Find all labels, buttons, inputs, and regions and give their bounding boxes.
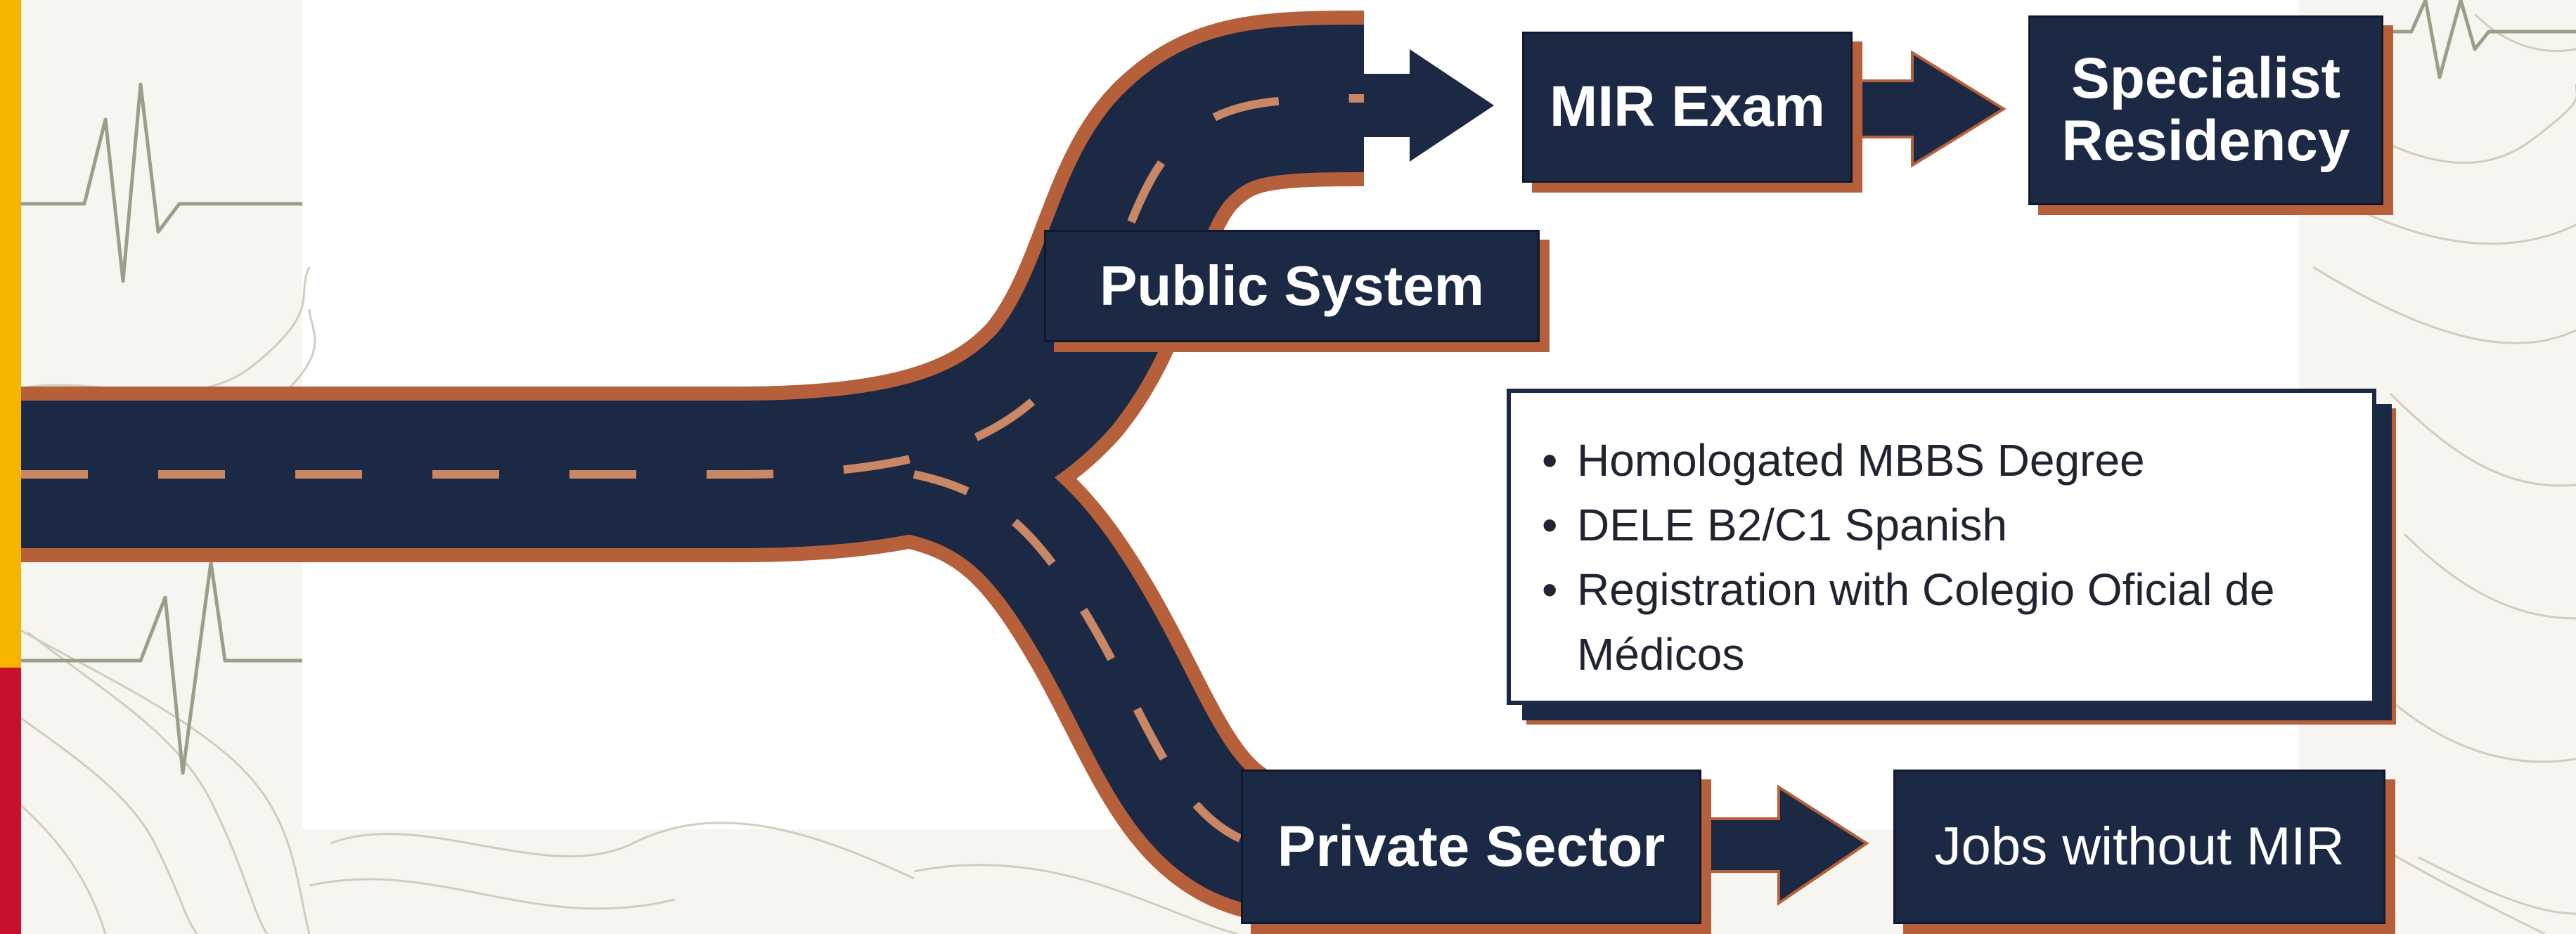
private-sector-label: Private Sector xyxy=(1277,814,1666,878)
requirement-item: Homologated MBBS Degree xyxy=(1528,428,2344,493)
private-sector-node: Private Sector xyxy=(1241,770,1701,924)
requirements-list: Homologated MBBS Degree DELE B2/C1 Spani… xyxy=(1528,428,2344,687)
mir-exam-label: MIR Exam xyxy=(1550,74,1825,139)
specialist-residency-label: Specialist Residency xyxy=(2061,46,2350,173)
requirements-card: Homologated MBBS Degree DELE B2/C1 Spani… xyxy=(1507,389,2376,705)
flag-stripe-red xyxy=(0,668,21,934)
requirement-item: Registration with Colegio Oficial de Méd… xyxy=(1528,557,2344,687)
jobs-without-mir-node: Jobs without MIR xyxy=(1893,770,2385,924)
mir-exam-node: MIR Exam xyxy=(1522,32,1853,183)
flag-stripe-yellow xyxy=(0,0,21,668)
arrow-private-to-jobs xyxy=(1700,784,1869,906)
requirement-item: DELE B2/C1 Spanish xyxy=(1528,493,2344,557)
arrow-road-to-mir xyxy=(1364,49,1494,162)
ecg-line-icon xyxy=(21,0,2576,775)
arrow-mir-to-residency xyxy=(1851,50,2007,168)
jobs-without-mir-label: Jobs without MIR xyxy=(1934,816,2345,876)
public-system-node: Public System xyxy=(1044,230,1540,342)
public-system-label: Public System xyxy=(1100,254,1484,317)
specialist-residency-node: Specialist Residency xyxy=(2028,15,2383,205)
